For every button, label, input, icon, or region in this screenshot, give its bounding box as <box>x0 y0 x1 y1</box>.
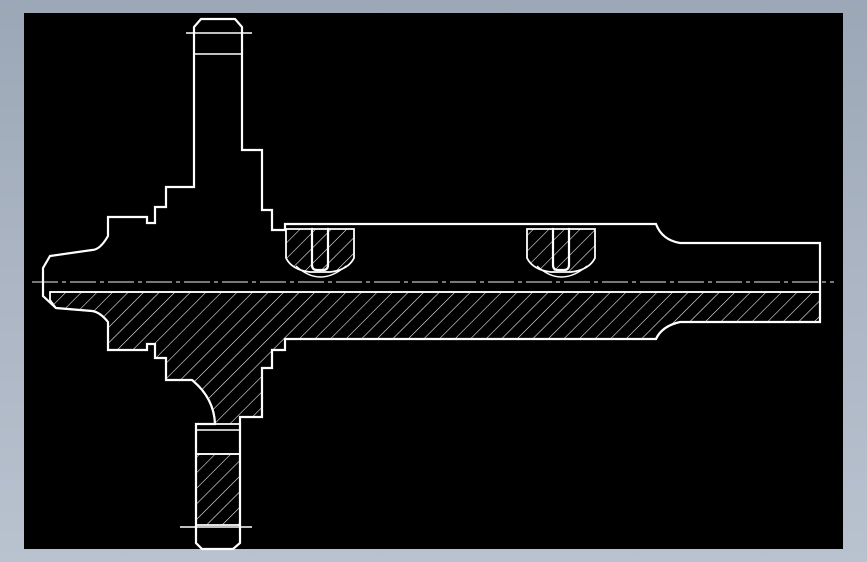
keyway-right-section <box>526 228 596 273</box>
keyway-slots <box>310 227 571 272</box>
gear-lines <box>180 32 252 528</box>
keyway-slot-left <box>310 227 330 272</box>
keyway-left-section <box>285 228 355 273</box>
gear-lower-section <box>195 453 241 526</box>
keyway-right-arc <box>536 265 588 278</box>
cad-drawing-viewport[interactable] <box>24 13 843 549</box>
keyway-slot-right <box>551 227 571 272</box>
part-outline <box>41 17 822 551</box>
keyway-left-arc <box>295 265 347 278</box>
